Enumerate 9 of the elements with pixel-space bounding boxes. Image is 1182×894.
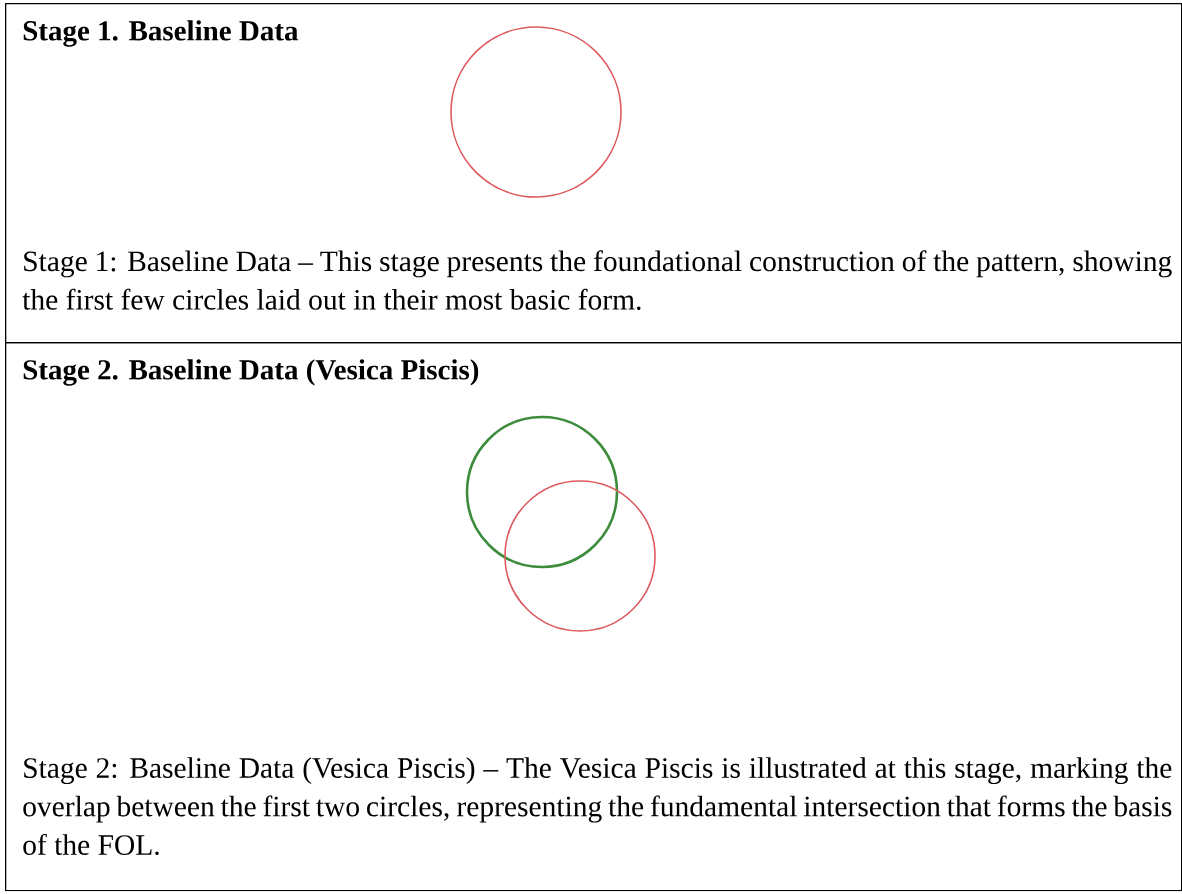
circle	[450, 26, 622, 198]
table-cell	[5, 342, 1182, 892]
stage-description: Stage 1: Baseline Data – This stage presents the foundational construction of the pattern, showing the first few circles laid out in their most basic form.	[22, 250, 1172, 310]
stage-description: Stage 2: Baseline Data (Vesica Piscis) – The Vesica Piscis is illustrated at this stage, marking the overlap between the first two circles, representing the fundamental intersection that forms the basis of the FOL.	[23, 757, 1172, 856]
stage-heading: Stage 2. Baseline Data (Vesica Piscis)	[23, 359, 479, 386]
stage-heading: Stage 1. Baseline Data	[23, 20, 299, 47]
table-cell	[5, 3, 1182, 344]
circle	[504, 480, 656, 632]
circle	[465, 415, 619, 569]
